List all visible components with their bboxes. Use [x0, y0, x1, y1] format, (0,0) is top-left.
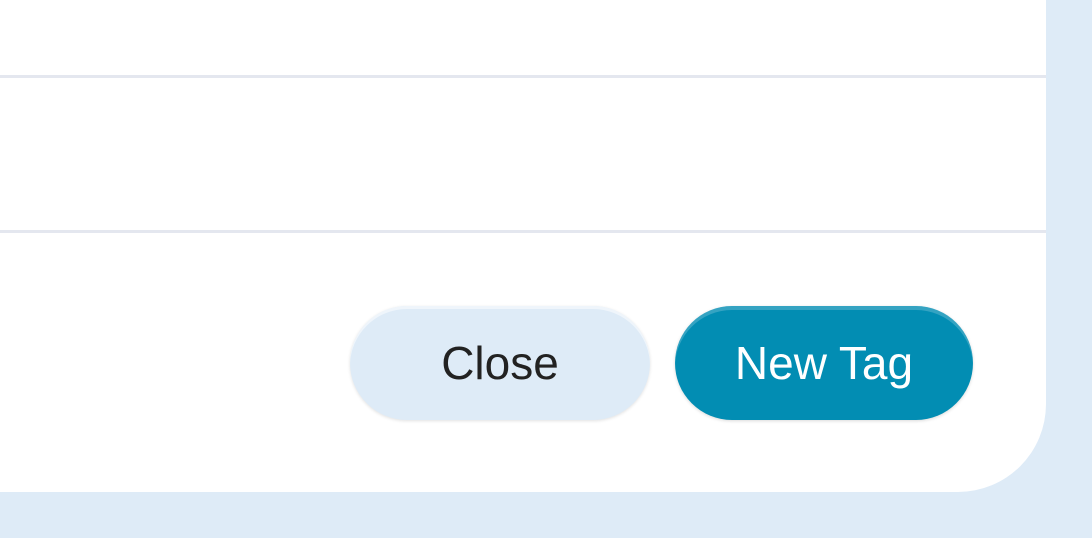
dialog-panel: Close New Tag	[0, 0, 1046, 492]
divider	[0, 230, 1046, 233]
divider	[0, 75, 1046, 78]
close-button[interactable]: Close	[350, 306, 650, 420]
new-tag-button[interactable]: New Tag	[675, 306, 973, 420]
